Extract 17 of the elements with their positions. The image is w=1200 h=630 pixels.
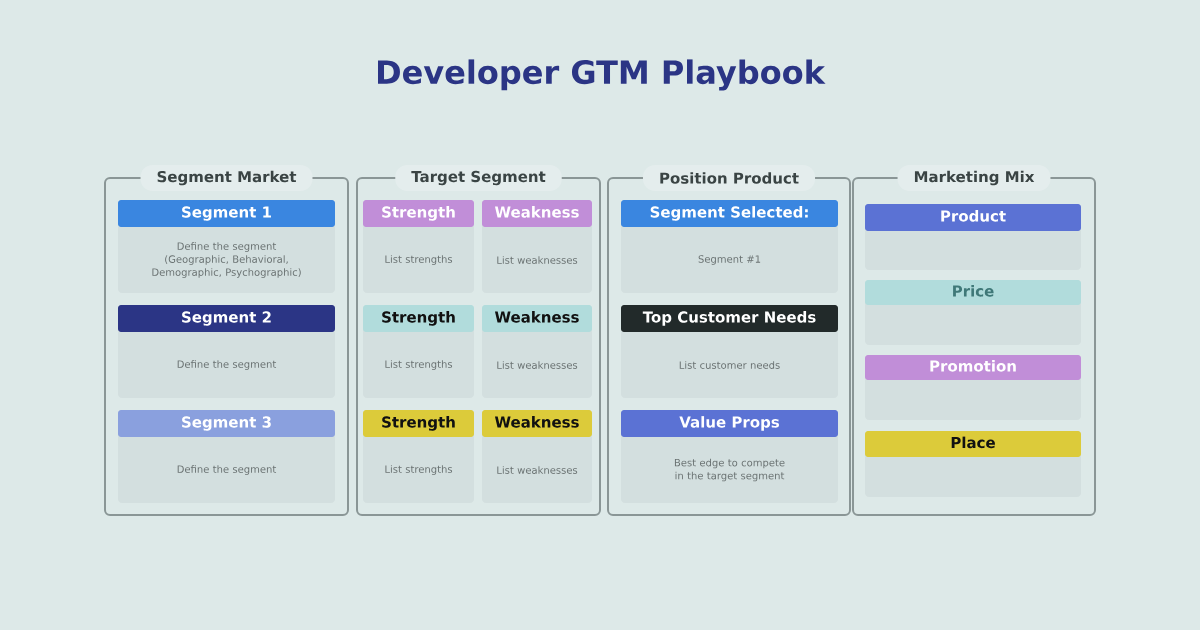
- card: Product: [865, 204, 1081, 270]
- card: Strength List strengths: [363, 200, 474, 293]
- card: Strength List strengths: [363, 410, 474, 503]
- title: Developer GTM Playbook: [378, 59, 826, 91]
- card: Segment 1 Define the segment (Geographic, Behavioral, Demographic, Psychographic): [118, 200, 335, 293]
- card: Weakness List weaknesses: [482, 305, 592, 398]
- card: Weakness List weaknesses: [482, 410, 592, 503]
- card: Value Props Best edge to compete in the target segment: [621, 410, 838, 503]
- card: Promotion: [865, 355, 1081, 420]
- card: Place: [865, 431, 1081, 497]
- card: Segment 3 Define the segment: [118, 410, 335, 503]
- card: Price: [865, 280, 1081, 345]
- card: Segment 2 Define the segment: [118, 305, 335, 398]
- card: Segment Selected: Segment #1: [621, 200, 838, 293]
- card: Weakness List weaknesses: [482, 200, 592, 293]
- card: Top Customer Needs List customer needs: [621, 305, 838, 398]
- card: Strength List strengths: [363, 305, 474, 398]
